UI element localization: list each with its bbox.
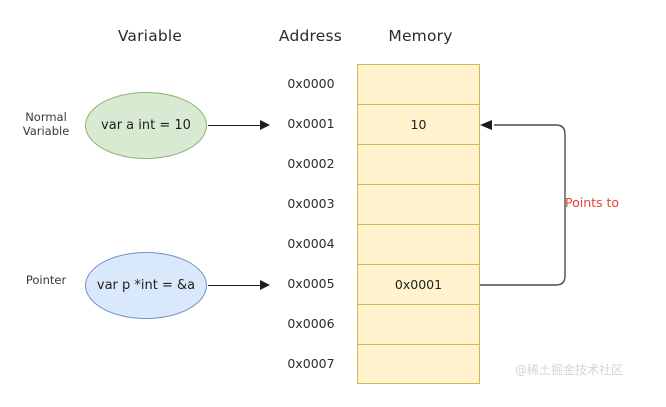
memory-cell xyxy=(357,304,480,344)
points-to-arrow-head-icon xyxy=(480,120,492,130)
variable-ellipse-normal: var a int = 10 xyxy=(85,92,207,159)
column-header-memory: Memory xyxy=(388,27,453,45)
address-label: 0x0006 xyxy=(287,316,335,331)
address-label: 0x0004 xyxy=(287,236,335,251)
memory-cell: 0x0001 xyxy=(357,264,480,304)
arrow-head-icon-normal-variable xyxy=(260,120,270,130)
address-label: 0x0001 xyxy=(287,116,335,131)
memory-cell-value: 0x0001 xyxy=(394,277,443,292)
address-label: 0x0002 xyxy=(287,156,335,171)
memory-cell xyxy=(357,144,480,184)
memory-table: 10 0x0001 xyxy=(357,64,480,384)
row-label-normal-variable: Normal Variable xyxy=(22,110,70,138)
address-label: 0x0005 xyxy=(287,276,335,291)
arrow-line-normal-variable xyxy=(208,125,262,126)
memory-cell xyxy=(357,344,480,384)
memory-cell xyxy=(357,184,480,224)
variable-ellipse-pointer: var p *int = &a xyxy=(85,252,207,319)
memory-cell-value: 10 xyxy=(410,117,427,132)
arrow-line-pointer xyxy=(208,285,262,286)
column-header-variable: Variable xyxy=(117,27,183,45)
row-label-pointer: Pointer xyxy=(25,273,67,287)
arrow-head-icon-pointer xyxy=(260,280,270,290)
variable-expression-normal: var a int = 10 xyxy=(101,118,191,133)
memory-cell xyxy=(357,64,480,104)
points-to-label: Points to xyxy=(565,195,620,210)
watermark: @稀土掘金技术社区 xyxy=(515,363,624,377)
variable-expression-pointer: var p *int = &a xyxy=(96,278,196,293)
address-label: 0x0000 xyxy=(287,76,335,91)
address-label: 0x0003 xyxy=(287,196,335,211)
memory-cell: 10 xyxy=(357,104,480,144)
address-label: 0x0007 xyxy=(287,356,335,371)
column-header-address: Address xyxy=(278,27,343,45)
memory-cell xyxy=(357,224,480,264)
